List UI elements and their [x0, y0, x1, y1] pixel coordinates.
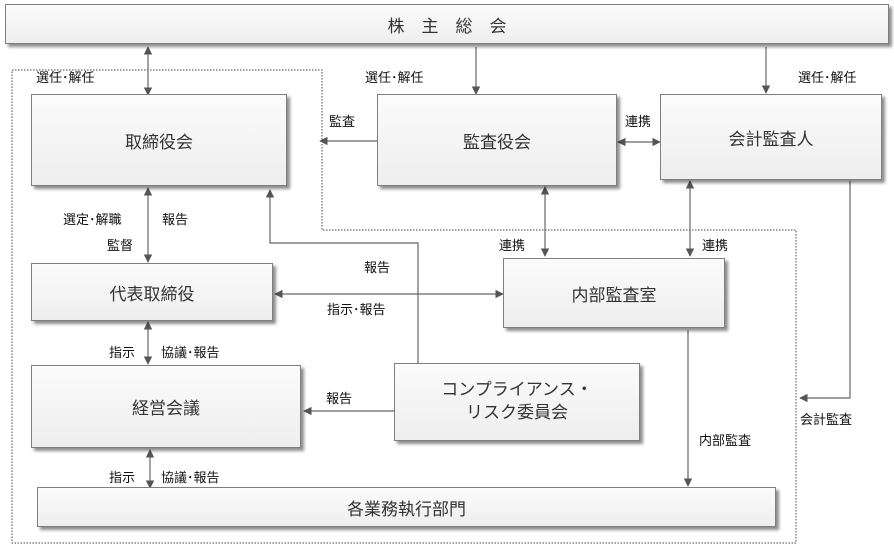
board-of-directors-box: 取締役会	[31, 94, 287, 186]
label-appoint-acct: 選任･解任	[798, 71, 857, 86]
internal-audit-office-box: 内部監査室	[503, 258, 725, 328]
management-meeting-box: 経営会議	[31, 365, 301, 448]
label-appoint-board: 選任･解任	[36, 71, 95, 86]
label-coop-internal-left: 連携	[499, 239, 526, 254]
label-audit: 監査	[329, 115, 356, 130]
label-select-dismiss: 選定･解職	[63, 213, 122, 228]
label-instruct-1: 指示	[109, 346, 136, 361]
label-instruct-2: 指示	[109, 471, 136, 486]
arrow-compliance-board	[265, 189, 419, 363]
label-report-compliance-mgmt: 報告	[326, 392, 353, 407]
label-consult-report-1: 協議･報告	[161, 346, 220, 361]
compliance-risk-committee-box: コンプライアンス・ リスク委員会	[394, 363, 640, 441]
shareholders-meeting-box: 株 主 総 会	[5, 4, 889, 44]
label-report-to-board: 報告	[162, 213, 189, 228]
governance-boundary	[11, 69, 797, 544]
business-units-box: 各業務執行部門	[37, 487, 776, 527]
label-supervise: 監督	[107, 239, 134, 254]
audit-board-box: 監査役会	[377, 94, 617, 186]
label-appoint-audit: 選任･解任	[365, 71, 424, 86]
label-consult-report-2: 協議･報告	[161, 471, 220, 486]
accounting-auditor-box: 会計監査人	[660, 94, 882, 180]
label-internal-audit: 内部監査	[699, 434, 752, 449]
label-accounting-audit: 会計監査	[800, 413, 853, 428]
arrow-accounting-audit	[799, 181, 851, 403]
label-coop-audit-acct: 連携	[625, 115, 652, 130]
label-report-compliance-board: 報告	[364, 261, 391, 276]
representative-director-box: 代表取締役	[31, 263, 273, 321]
label-instruct-report: 指示･報告	[327, 303, 386, 318]
label-coop-internal-right: 連携	[702, 239, 729, 254]
